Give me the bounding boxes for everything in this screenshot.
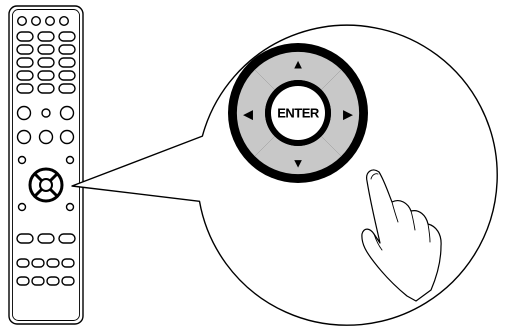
dpad-down-segment bbox=[254, 136, 342, 175]
arrow-right-icon: ▶ bbox=[343, 107, 353, 122]
arrow-left-icon: ◀ bbox=[243, 107, 253, 122]
dpad-right-segment bbox=[321, 69, 360, 157]
fingernail bbox=[370, 173, 379, 180]
dpad-segments bbox=[236, 51, 360, 175]
remote-round-buttons bbox=[16, 105, 75, 165]
remote-button-grid bbox=[16, 31, 76, 94]
remote-side-buttons bbox=[17, 202, 75, 212]
remote-button-row-1 bbox=[17, 16, 70, 27]
remote-control-icon bbox=[8, 5, 84, 325]
remote-lower-buttons bbox=[16, 233, 76, 286]
arrow-up-icon: ▲ bbox=[292, 57, 305, 72]
arrow-down-icon: ▼ bbox=[292, 156, 305, 171]
dpad-enlarged: ENTER ▲ ▼ ◀ ▶ bbox=[228, 43, 368, 183]
remote-dpad bbox=[28, 167, 64, 203]
remote-body bbox=[8, 5, 84, 325]
enter-button bbox=[271, 86, 325, 140]
remote-inner-edge bbox=[12, 9, 80, 321]
hand-outline bbox=[361, 169, 442, 302]
enter-label: ENTER bbox=[277, 106, 320, 121]
pointing-hand-icon bbox=[361, 169, 442, 302]
dpad-up-segment bbox=[254, 51, 342, 90]
dpad-left-segment bbox=[236, 69, 275, 157]
